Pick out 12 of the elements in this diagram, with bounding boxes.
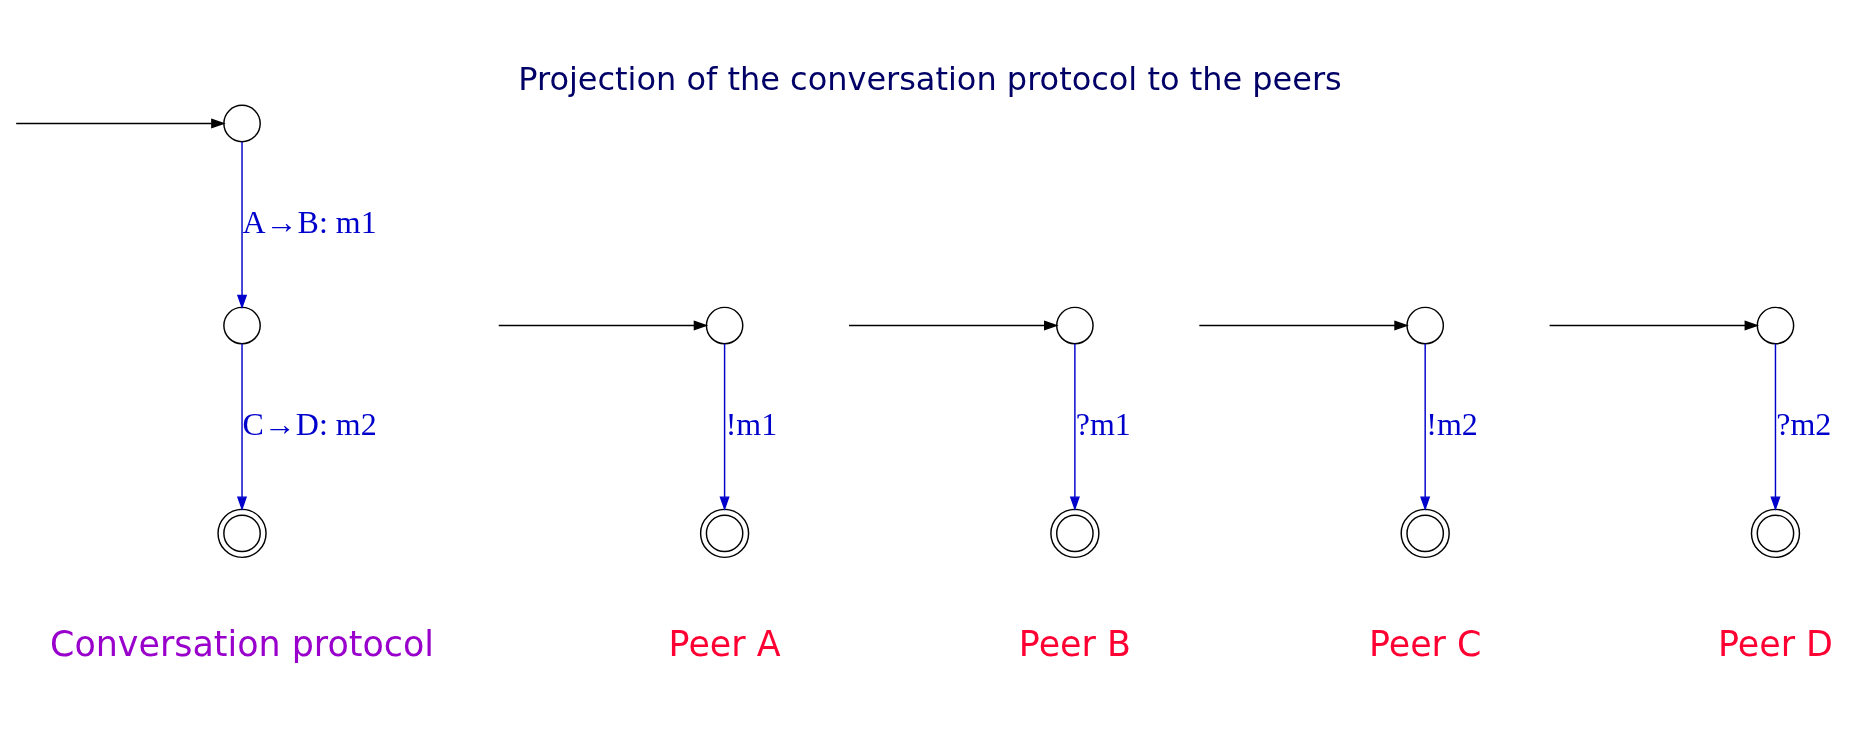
edge-label: A→B: m1	[242, 204, 377, 240]
label: Peer A	[668, 623, 781, 664]
edge-label: ?m2	[1776, 406, 1832, 442]
label: Peer C	[1368, 623, 1482, 664]
label: Peer D	[1717, 623, 1833, 664]
edge-label: ?m1	[1075, 406, 1131, 442]
edge-label: !m1	[725, 406, 778, 442]
edge-label: !m2	[1426, 406, 1478, 442]
label: Peer B	[1018, 623, 1131, 664]
edge-label: C→D: m2	[242, 406, 377, 442]
diagram-title: Projection of the conversation protocol to the peers	[518, 59, 1342, 98]
label: Conversation protocol	[50, 623, 434, 664]
